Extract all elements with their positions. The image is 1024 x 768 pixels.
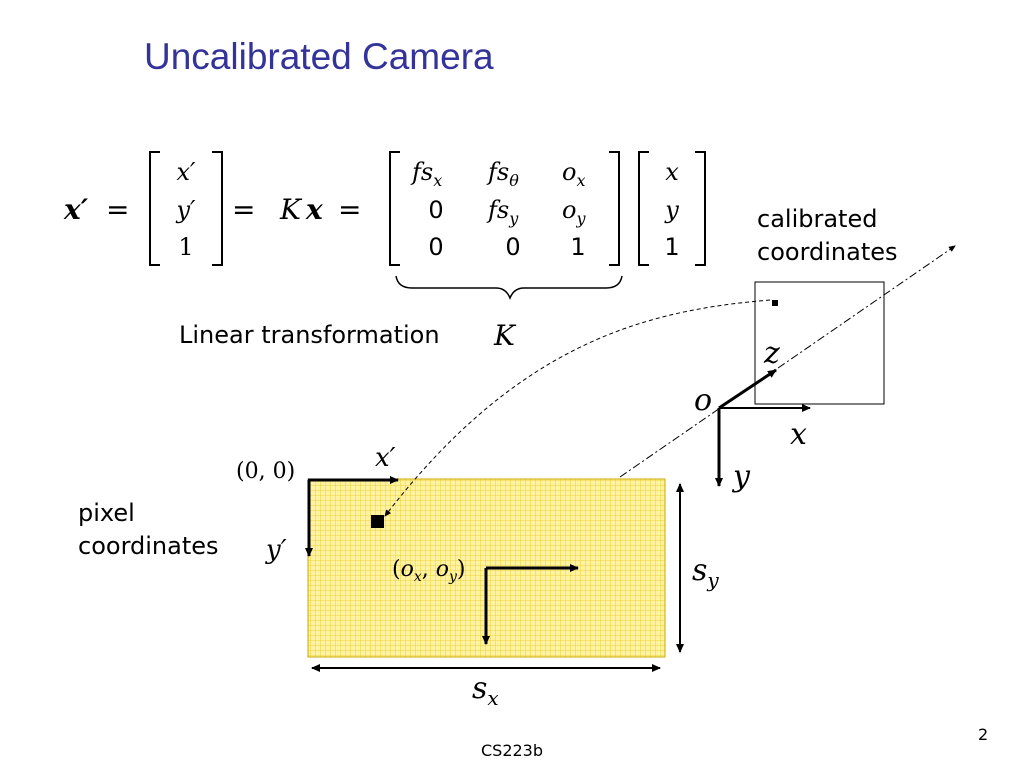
k-r1c1-sub: y [508,209,519,228]
pixel-label-1: pixel [78,499,135,527]
bracket-left-1 [149,151,160,266]
calibrated-label-2: coordinates [757,238,898,266]
pp-o1: o [401,557,414,582]
camera-origin-label: o [694,383,712,418]
camera-z-label: z [763,336,780,371]
calibrated-plane [754,281,885,405]
k-r2c2: 1 [570,233,585,261]
k-r1c2: oy [562,196,586,228]
optical-axis [619,245,956,478]
k-r2c0: 0 [428,233,443,261]
eq-x-vec: x [305,193,323,226]
k-r0c2: ox [562,158,585,190]
pixel-label-2: coordinates [78,532,219,560]
k-r0c1-base: fs [486,158,509,186]
k-r0c2-base: o [562,158,576,186]
eq-equals-1: = [106,193,129,226]
bracket-left-K [389,151,400,266]
eq-equals-2: = [232,193,255,226]
principal-point-label: (ox, oy) [392,557,466,585]
pp-o2: o [436,557,449,582]
vec-1: y [664,196,679,224]
k-r0c1-sub: θ [509,171,519,190]
k-r1c2-base: o [562,196,576,224]
k-r0c0-base: fs [410,158,433,186]
eq-equals-3: = [338,193,361,226]
k-r0c1: fsθ [486,158,519,190]
k-r0c0-sub: x [433,171,442,190]
k-r1c1: fsy [486,196,519,228]
sx-label: sx [472,671,499,710]
camera-x-label: x [790,417,807,452]
brace-label-K: K [493,319,517,352]
footer-text: CS223b [480,741,544,760]
calibrated-point [772,300,778,306]
bracket-right-2 [695,151,706,266]
vec-2: 1 [664,233,679,261]
vecp-0: x′ [177,158,197,186]
pixel-point [371,515,384,528]
underbrace [395,275,623,301]
origin-pixel-label: (0, 0) [236,459,295,484]
k-r0c0: fsx [410,158,442,190]
camera-z-axis [718,368,777,410]
vecp-1: y′ [175,196,196,224]
eq-K: K [279,193,303,226]
page-number: 2 [978,725,989,744]
k-r1c1-base: fs [486,196,509,224]
k-r1c2-sub: y [575,209,586,228]
eq-lhs: x′ [63,193,89,226]
vecp-2: 1 [178,233,193,261]
sx-sub: x [487,686,498,710]
mapping-curve [384,299,771,517]
sx-base: s [472,671,487,706]
bracket-right-1 [212,151,223,266]
calibrated-label-1: calibrated [757,205,878,233]
k-r0c2-sub: x [576,171,585,190]
k-r2c1: 0 [505,233,520,261]
vec-0: x [665,158,679,186]
camera-y-label: y [731,459,751,494]
sy-base: s [692,553,707,588]
bracket-left-2 [638,151,649,266]
bracket-right-K [609,151,620,266]
linear-transformation-label: Linear transformation [179,321,440,349]
pp-sub-x: x [414,569,422,585]
slide-title: Uncalibrated Camera [144,36,494,77]
sy-label: sy [692,553,719,592]
k-r1c0: 0 [428,196,443,224]
pp-sub-y: y [448,569,458,585]
x-prime-label: x′ [375,443,396,473]
sy-sub: y [706,568,719,592]
y-prime-label: y′ [265,535,287,565]
